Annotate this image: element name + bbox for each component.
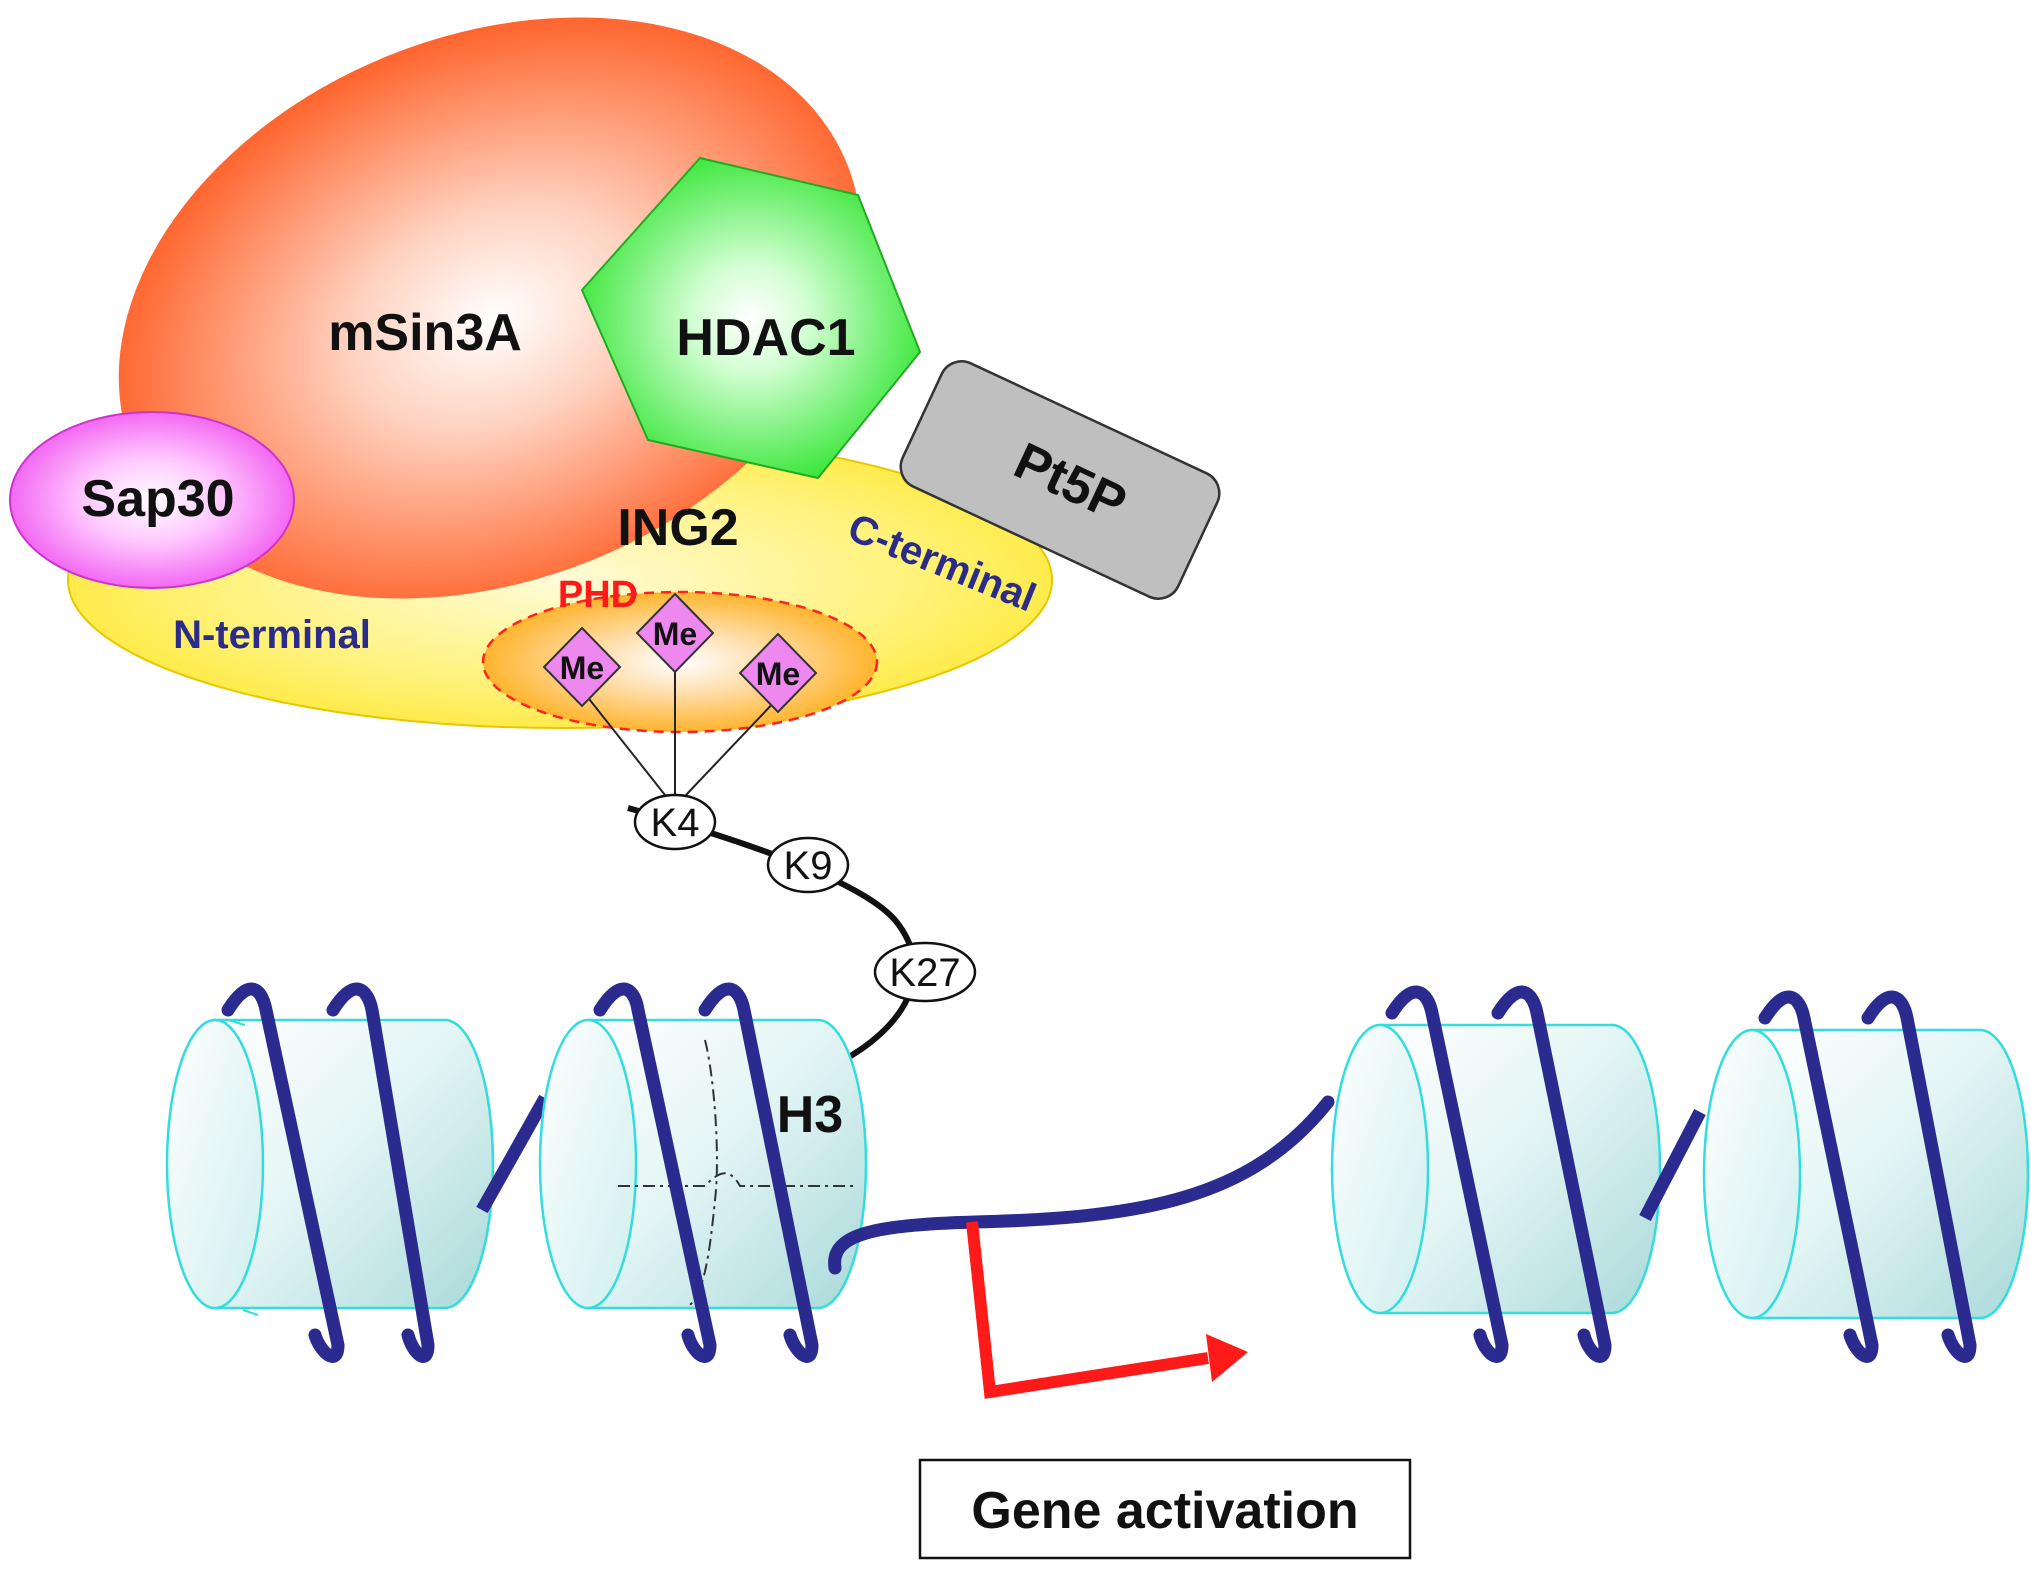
dna-linker (476, 1094, 551, 1214)
me-diamond: Me (738, 632, 818, 714)
sap30-shape (9, 411, 295, 589)
gene-activation-frame (918, 1458, 1412, 1560)
lysine-k9-oval (766, 836, 850, 894)
nucleosome-cap (1702, 1028, 1802, 1320)
msin3a-label: mSin3A (328, 304, 522, 362)
hdac1-shape (580, 156, 922, 480)
n-terminal-label: N-terminal (173, 613, 371, 657)
me-diamond-shape (635, 592, 715, 674)
me-diamond: Me (542, 626, 622, 708)
nucleosome-h3: H3 (538, 982, 868, 1363)
me-label: Me (653, 616, 697, 652)
transcription-arrow-line (966, 1221, 1209, 1399)
hdac1-protein (580, 156, 922, 480)
k4-label: K4 (651, 801, 700, 845)
dna-loop (326, 982, 435, 1363)
nucleosome (1330, 985, 1662, 1363)
dna-loop (1861, 990, 1977, 1363)
sap30-label: Sap30 (81, 470, 234, 528)
lysine-k4-oval (633, 793, 717, 851)
gene-activation-label: Gene activation (971, 1482, 1358, 1540)
me-label: Me (756, 656, 800, 692)
phd-label: PHD (558, 574, 638, 616)
sap30-protein (9, 411, 295, 589)
dna-loop (698, 982, 819, 1363)
nucleosome (1702, 990, 2030, 1363)
dna-loop (1758, 990, 1879, 1363)
k9-label: K9 (784, 844, 833, 888)
me-label: Me (560, 650, 604, 686)
free-dna (828, 1095, 1335, 1275)
pt5p-shape (899, 360, 1221, 600)
histone-octamer-divider (618, 1172, 858, 1187)
nucleosome-cap (538, 1018, 638, 1310)
dna-loop (1385, 985, 1509, 1363)
gene-activation-box: Gene activation (918, 1458, 1412, 1560)
dna-loop (593, 982, 717, 1363)
h3-label: H3 (777, 1086, 843, 1144)
histone-tail (627, 805, 918, 1065)
lysine-k27: K27 (873, 941, 977, 1003)
me-diamond: Me (635, 592, 715, 674)
me-diamond-shape (542, 626, 622, 708)
dna-linker (1639, 1109, 1706, 1221)
pt5p-protein (899, 360, 1221, 600)
dna-loop (1491, 985, 1612, 1363)
hdac1-label: HDAC1 (676, 309, 855, 367)
msin3a-protein (118, 17, 862, 599)
transcription-arrow-head (1206, 1334, 1248, 1382)
nucleosome-cap (1330, 1023, 1430, 1315)
connector-line (685, 697, 779, 796)
lysine-k9: K9 (766, 836, 850, 894)
msin3a-shape (118, 17, 862, 599)
ing2-label: ING2 (617, 499, 738, 557)
nucleosome-cap (165, 1018, 265, 1310)
me-k4-connectors (581, 665, 779, 796)
lysine-k27-oval (873, 941, 977, 1003)
connector-line (581, 689, 666, 796)
transcription-arrow (966, 1221, 1248, 1399)
nucleosome (165, 982, 495, 1363)
me-diamond-shape (738, 632, 818, 714)
k27-label: K27 (889, 951, 960, 995)
lysine-k4: K4 (633, 793, 717, 851)
dna-loop (221, 982, 345, 1363)
